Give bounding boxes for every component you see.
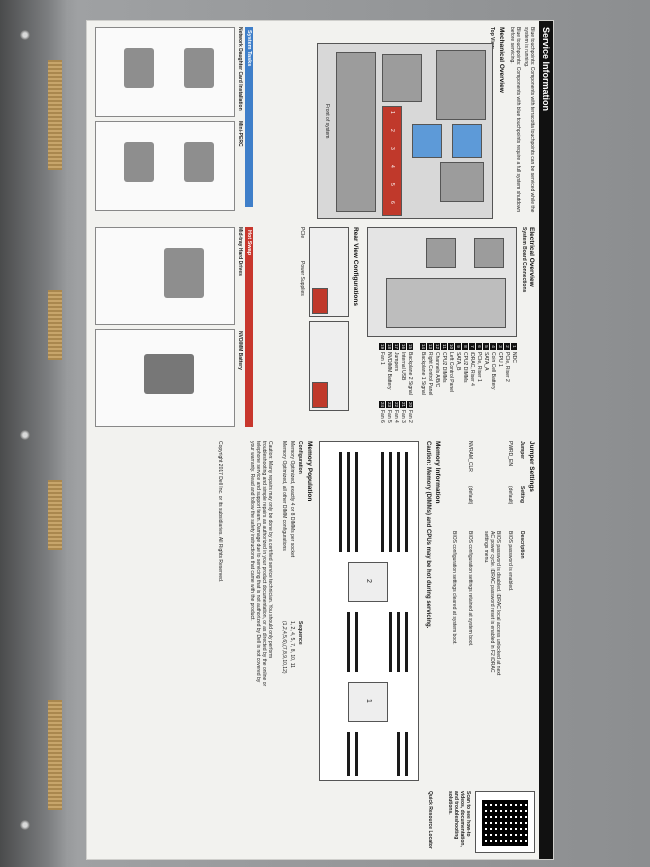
quick-resource-locator: Quick Resource Locator bbox=[427, 791, 433, 849]
cpu-1-socket: 1 bbox=[348, 682, 388, 722]
copyright: Copyright 2017 Dell Inc. or its subsidia… bbox=[217, 441, 223, 582]
cpu-2 bbox=[452, 124, 482, 158]
hot-swap-2-label: NVDIMM Battery bbox=[237, 331, 243, 370]
hot-swap-1-label: Mid-tray Hard Drives bbox=[237, 227, 243, 276]
jumper-settings-title: Jumper Settings bbox=[528, 441, 535, 492]
jumper-cell: NVRAM_CLR bbox=[467, 441, 473, 472]
rear-config-2 bbox=[309, 321, 349, 411]
top-view-diagram: 1 2 3 4 5 6 Front of system bbox=[317, 43, 493, 219]
rail-tab bbox=[48, 480, 62, 550]
jumper-cell: BIOS password is enabled. bbox=[507, 531, 513, 681]
rail-tab bbox=[48, 290, 62, 360]
rear-psu bbox=[312, 382, 328, 408]
qr-block bbox=[475, 791, 535, 853]
caution-bottom: Caution: Many repairs may only be done b… bbox=[249, 441, 273, 691]
connection-list-3: 20Fan 2 21Fan 3 22Fan 4 23Fan 5 24Fan 6 bbox=[378, 401, 413, 423]
hot-swap-bar: Hot Swap bbox=[245, 227, 253, 427]
rail-tab bbox=[48, 60, 62, 170]
rear-label-psu: Power Supplies bbox=[299, 261, 305, 296]
rear-config-1 bbox=[309, 227, 349, 317]
memory-population-title: Memory Population bbox=[306, 441, 313, 501]
task-2-illustration bbox=[95, 121, 235, 211]
system-board-diagram bbox=[367, 227, 517, 337]
screw bbox=[20, 430, 30, 440]
jumper-cell: BIOS configuration settings retained at … bbox=[467, 531, 473, 681]
label-header: Service Information bbox=[539, 21, 553, 859]
qr-text: Scan to see how-to videos, documentation… bbox=[447, 791, 471, 853]
mem-pop-col: Sequence bbox=[297, 621, 303, 645]
mechanical-overview-title: Mechanical Overview bbox=[498, 27, 505, 93]
mem-pop-cell: Memory Optimized, exactly 4 or 8 DIMMs p… bbox=[289, 441, 295, 557]
power-supplies bbox=[436, 50, 486, 120]
connection-list-2: 15Backplane 2 Signal 16Internal USB 17Ju… bbox=[378, 343, 413, 395]
hot-swap-1-illustration bbox=[95, 227, 235, 325]
jumper-col: Setting bbox=[519, 486, 525, 503]
task-2-label: Mini-PERC bbox=[237, 121, 243, 147]
rear-label-pcie: PCIe bbox=[299, 227, 305, 238]
jumper-cell: BIOS password is disabled. iDRAC local a… bbox=[483, 531, 501, 681]
memory-info-title: Memory Information bbox=[434, 441, 441, 503]
jumper-cell: PWRD_EN bbox=[507, 441, 513, 466]
rear-psu bbox=[312, 288, 328, 314]
board-cpu bbox=[426, 238, 456, 268]
screw bbox=[20, 820, 30, 830]
pcie-cards bbox=[440, 162, 484, 202]
mem-pop-col: Configuration bbox=[297, 441, 303, 474]
mem-pop-cell: Memory Optimized, all other DIMM configu… bbox=[281, 441, 287, 551]
system-tasks-bar: System Tasks bbox=[245, 27, 253, 207]
electrical-overview-title: Electrical Overview bbox=[528, 227, 535, 287]
rear-view-title: Rear View Configurations bbox=[352, 227, 359, 306]
system-board-connections: System Board Connections bbox=[521, 227, 527, 292]
task-1-label: Network Daughter Card Installation bbox=[237, 27, 243, 111]
mem-pop-cell: 1, 2, 4, 5, 7, 8, 10, 11 bbox=[289, 621, 295, 668]
cpu-1 bbox=[412, 124, 442, 158]
service-label: Service Information Blue touchpoints: Co… bbox=[86, 20, 554, 860]
memory-caution: Caution: Memory (DIMMs) and CPUs may be … bbox=[425, 441, 431, 628]
jumper-col: Jumper bbox=[519, 441, 525, 459]
board-cpu bbox=[474, 238, 504, 268]
cpu-2-socket: 2 bbox=[348, 562, 388, 602]
rail-tab bbox=[48, 700, 62, 810]
connection-list: 1NDC 2PCIe, Riser 2 3CPU 1 4Coin Cell Ba… bbox=[419, 343, 517, 395]
hard-drives bbox=[336, 52, 376, 212]
label-content: Service Information Blue touchpoints: Co… bbox=[87, 21, 553, 859]
jumper-cell: BIOS configuration settings cleared at s… bbox=[451, 531, 457, 681]
jumper-cell: (default) bbox=[507, 486, 513, 504]
fans: 1 2 3 4 5 6 bbox=[382, 106, 402, 216]
screw bbox=[20, 30, 30, 40]
memory-diagram: 2 1 bbox=[319, 441, 419, 781]
jumper-cell: (default) bbox=[467, 486, 473, 504]
hot-swap-2-illustration bbox=[95, 329, 235, 427]
label-title: Service Information bbox=[541, 27, 551, 111]
ndc bbox=[382, 54, 422, 102]
qr-code bbox=[482, 800, 528, 846]
jumper-col: Description bbox=[519, 531, 525, 559]
front-of-system: Front of system bbox=[324, 104, 330, 138]
mem-pop-cell: (1,2,4,5,6),(7,8,9,10,12) bbox=[281, 621, 287, 674]
board-dimm-area bbox=[386, 278, 506, 328]
touchpoints-text-1: Blue touchpoints: Components with terrac… bbox=[523, 27, 535, 217]
touchpoints-text-2: Blue touchpoints: Components with blue t… bbox=[509, 27, 521, 217]
task-1-illustration bbox=[95, 27, 235, 117]
